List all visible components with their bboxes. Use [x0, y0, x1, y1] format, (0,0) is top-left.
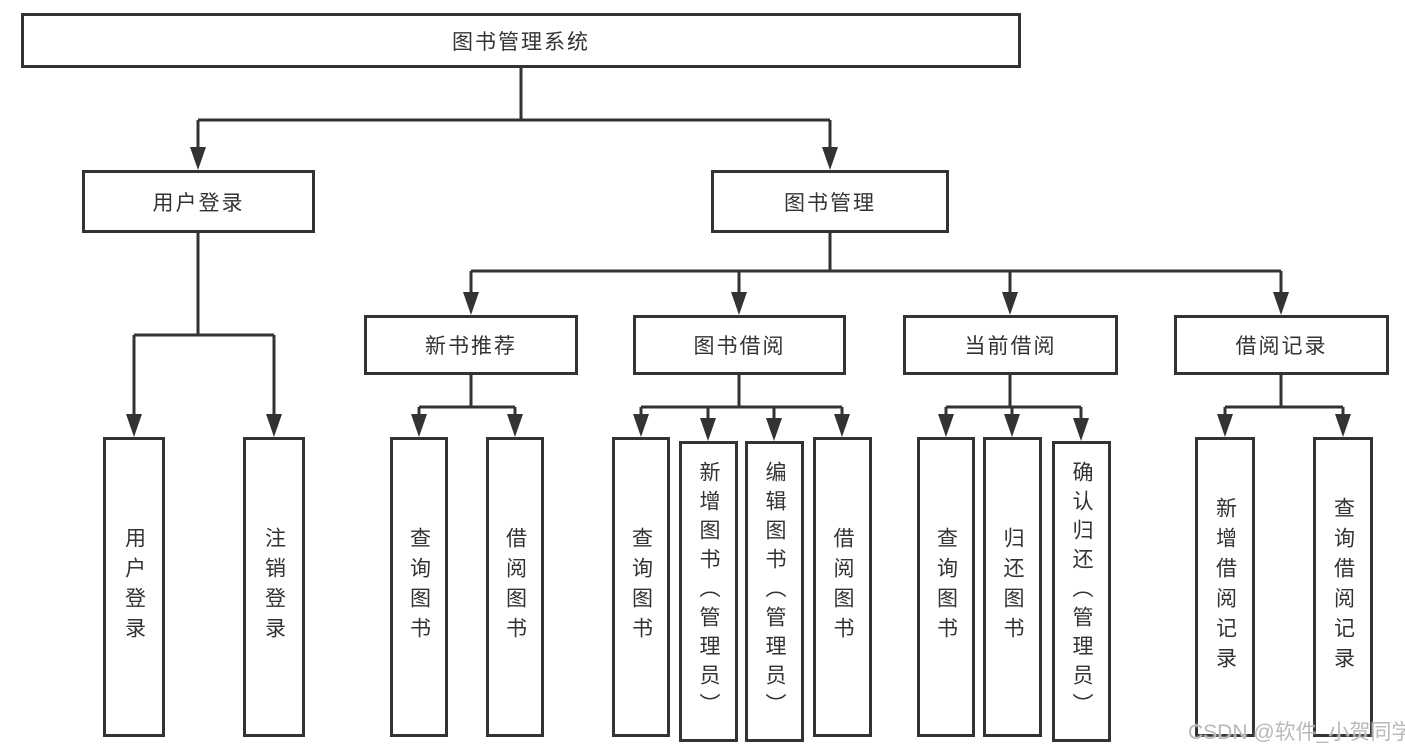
leaf-new-books-query: 查询图书	[390, 437, 448, 737]
node-borrowing: 图书借阅	[633, 315, 846, 375]
connector-line	[469, 233, 1283, 294]
connector-records-children	[1217, 375, 1351, 437]
leaf-borrowing-add-admin: 新增图书（管理员）	[679, 441, 738, 742]
connector-line	[196, 68, 832, 150]
arrowhead-icon	[507, 414, 523, 437]
leaf-borrowing-query: 查询图书	[612, 437, 670, 737]
connector-line	[1223, 375, 1345, 416]
arrowhead-icon	[411, 414, 427, 437]
connector-current-children	[938, 375, 1089, 441]
node-current-borrowing: 当前借阅	[903, 315, 1118, 375]
leaf-current-query: 查询图书	[917, 437, 975, 737]
connector-line	[417, 375, 517, 416]
connector-root-to-level2	[190, 68, 838, 170]
arrowhead-icon	[463, 292, 479, 315]
connector-borrowing-children	[633, 375, 850, 441]
connector-new-books-children	[411, 375, 523, 437]
leaf-records-query: 查询借阅记录	[1313, 437, 1373, 737]
leaf-current-return: 归还图书	[983, 437, 1042, 737]
node-new-books: 新书推荐	[364, 315, 578, 375]
connector-user-login-children	[126, 233, 282, 437]
leaf-logout: 注销登录	[243, 437, 305, 737]
arrowhead-icon	[126, 414, 142, 437]
leaf-borrowing-edit-admin: 编辑图书（管理员）	[745, 441, 804, 742]
arrowhead-icon	[1273, 292, 1289, 315]
connector-line	[944, 375, 1083, 420]
connector-line	[639, 375, 844, 420]
arrowhead-icon	[1004, 414, 1020, 437]
arrowhead-icon	[1217, 414, 1233, 437]
node-book-management: 图书管理	[711, 170, 949, 233]
arrowhead-icon	[731, 292, 747, 315]
arrowhead-icon	[938, 414, 954, 437]
leaf-new-books-borrow: 借阅图书	[486, 437, 544, 737]
arrowhead-icon	[633, 414, 649, 437]
node-borrowing-records: 借阅记录	[1174, 315, 1389, 375]
arrowhead-icon	[834, 414, 850, 437]
connector-line	[132, 233, 276, 416]
arrowhead-icon	[700, 418, 716, 441]
arrowhead-icon	[1002, 292, 1018, 315]
node-root-title: 图书管理系统	[21, 13, 1021, 68]
arrowhead-icon	[190, 147, 206, 170]
node-user-login: 用户登录	[82, 170, 315, 233]
leaf-current-confirm-admin: 确认归还（管理员）	[1052, 441, 1111, 742]
connector-book-management-sections	[463, 233, 1289, 315]
arrowhead-icon	[1073, 418, 1089, 441]
leaf-borrowing-borrow: 借阅图书	[813, 437, 872, 737]
arrowhead-icon	[822, 147, 838, 170]
arrowhead-icon	[1335, 414, 1351, 437]
leaf-user-login: 用户登录	[103, 437, 165, 737]
arrowhead-icon	[766, 418, 782, 441]
arrowhead-icon	[266, 414, 282, 437]
leaf-records-add: 新增借阅记录	[1195, 437, 1255, 737]
